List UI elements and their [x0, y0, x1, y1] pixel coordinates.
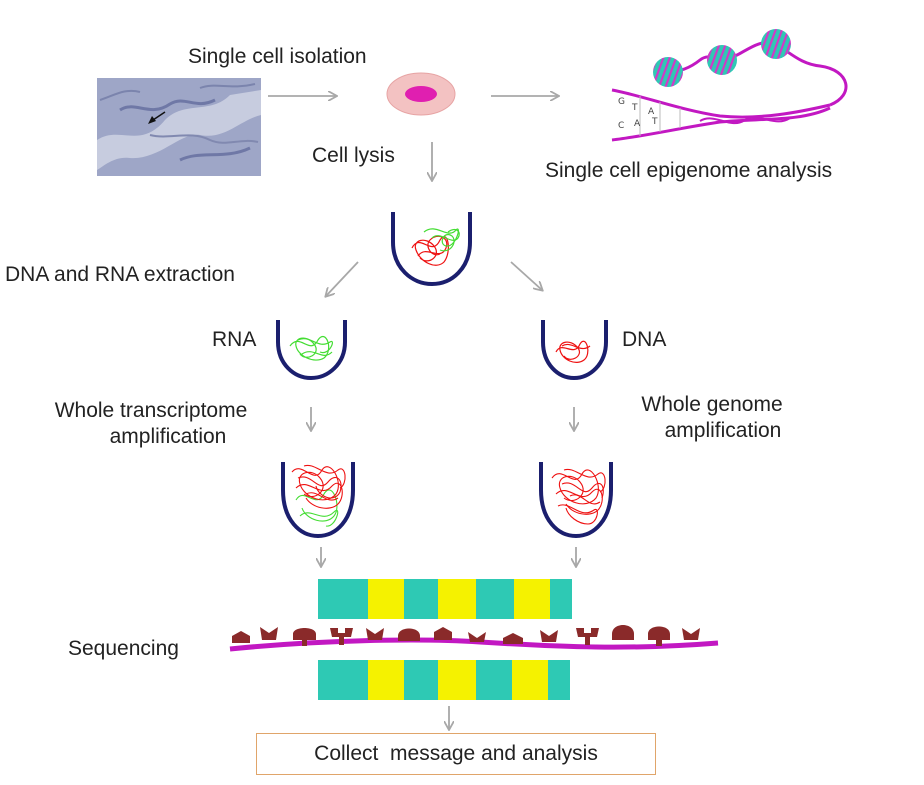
- label-wta-line1: Whole transcriptome: [54, 399, 248, 422]
- label-wga-line1: Whole genome: [641, 393, 783, 416]
- cell-icon: [386, 72, 456, 116]
- tube-lysate: [391, 212, 472, 287]
- svg-text:T: T: [631, 103, 638, 113]
- tube-dna: [541, 320, 608, 381]
- reads-top: [318, 579, 572, 619]
- label-whole-genome: Whole genome amplification: [612, 392, 812, 444]
- sequencing-strand: [229, 625, 719, 652]
- tube-rna-amplified: [281, 462, 355, 539]
- arrow-to-rna: [326, 261, 359, 296]
- arrow-to-dna: [510, 261, 542, 290]
- tube-dna-amplified: [539, 462, 613, 539]
- collect-analysis-box: Collect message and analysis: [256, 733, 656, 775]
- tube-rna: [276, 320, 347, 381]
- svg-text:A: A: [648, 107, 655, 117]
- label-whole-transcriptome: Whole transcriptome amplification: [22, 398, 280, 450]
- tissue-section-image: [97, 78, 261, 176]
- label-single-cell-isolation: Single cell isolation: [188, 45, 367, 68]
- label-cell-lysis: Cell lysis: [312, 144, 395, 167]
- label-sequencing: Sequencing: [68, 637, 179, 660]
- label-dna-rna-extraction: DNA and RNA extraction: [5, 263, 235, 286]
- label-single-cell-epigenome: Single cell epigenome analysis: [545, 159, 833, 182]
- label-rna: RNA: [212, 328, 257, 351]
- reads-bottom: [318, 660, 570, 700]
- label-wga-line2: amplification: [664, 419, 782, 442]
- svg-text:A: A: [634, 119, 641, 129]
- label-wta-line2: amplification: [109, 425, 227, 448]
- svg-text:C: C: [618, 121, 624, 131]
- svg-text:T: T: [651, 117, 658, 127]
- chromatin-icon: G T A C A T: [611, 29, 848, 142]
- svg-text:G: G: [618, 97, 625, 107]
- label-dna: DNA: [622, 328, 667, 351]
- arrows: [268, 96, 576, 729]
